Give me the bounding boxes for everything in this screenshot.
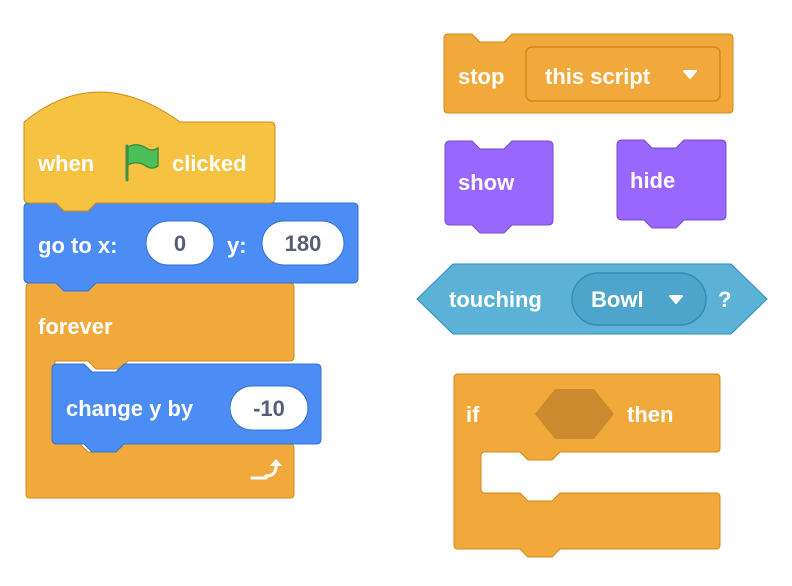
when-flag-clicked-block[interactable]: when clicked [23,91,276,212]
chevron-down-icon [669,295,683,304]
stop-option-dropdown[interactable]: this script [525,46,721,102]
condition-slot[interactable] [535,389,614,439]
goto-y-label: y: [227,233,247,258]
hat-prefix-label: when [37,151,94,176]
chevron-down-icon [683,70,697,79]
then-label: then [627,402,673,427]
change-y-value-input[interactable]: -10 [229,385,309,431]
green-flag-icon [125,144,159,182]
goto-y-input[interactable]: 180 [261,220,345,266]
change-y-block[interactable]: change y by -10 [51,363,322,453]
if-then-block[interactable]: if then [453,373,721,558]
hide-block[interactable]: hide [616,139,727,229]
touching-object-value: Bowl [591,287,644,312]
touching-suffix: ? [718,287,731,312]
stop-option-value: this script [545,64,651,89]
touching-object-dropdown[interactable]: Bowl [571,272,707,326]
stop-block[interactable]: stop this script [443,33,734,114]
goto-label: go to x: [38,233,117,258]
goto-x-value: 0 [174,231,186,256]
touching-label: touching [449,287,542,312]
touching-block[interactable]: touching Bowl ? [416,263,768,335]
show-block[interactable]: show [444,140,554,234]
change-y-value: -10 [253,396,285,421]
goto-x-input[interactable]: 0 [145,220,215,266]
forever-label: forever [38,314,113,339]
stop-label: stop [458,64,504,89]
hide-label: hide [630,168,675,193]
goto-xy-block[interactable]: go to x: 0 y: 180 [23,202,359,292]
loop-arrow-icon [250,459,282,480]
if-label: if [466,402,480,427]
goto-y-value: 180 [285,231,322,256]
hat-suffix-label: clicked [172,151,247,176]
change-y-label: change y by [66,396,194,421]
show-label: show [458,170,515,195]
